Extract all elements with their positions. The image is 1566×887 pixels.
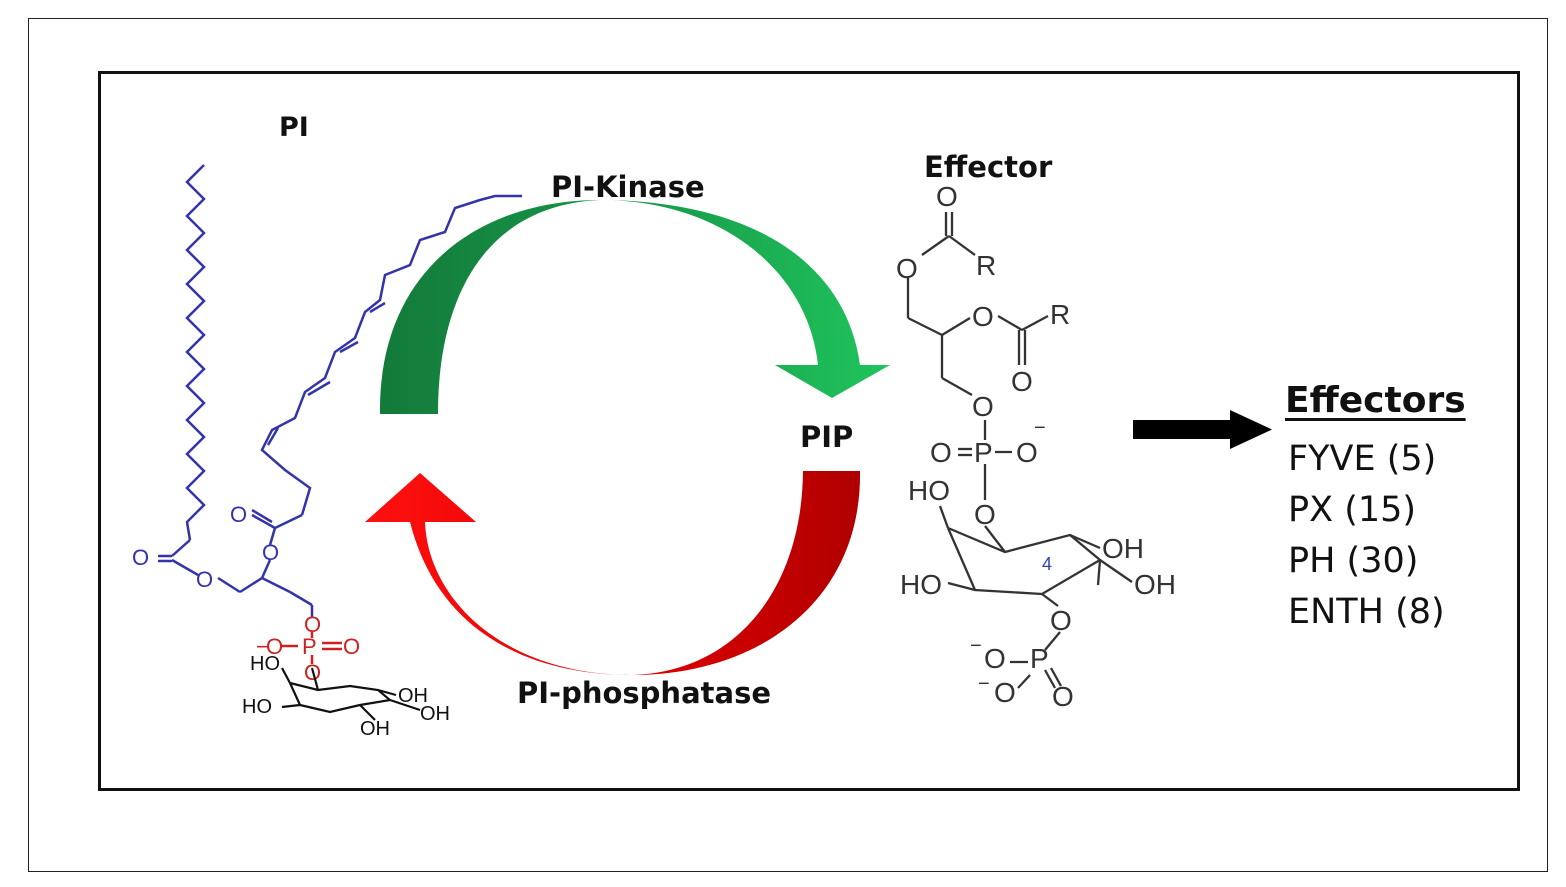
effector-item: PH (30) [1288,541,1419,581]
ring-position-label: 4 [1042,554,1052,574]
atom-o: O [266,634,283,659]
outer-frame [28,18,1548,872]
pi-molecule-atoms: O O O O [132,502,279,592]
phosphatase-arrow [365,471,861,675]
effectors-title: Effectors [1285,380,1466,421]
pip-label: PIP [800,420,854,454]
atom-o: O [1011,366,1033,397]
pip-molecule [906,212,1133,689]
pi-molecule [158,164,522,617]
atom-o: O [304,612,321,637]
saturated-chain [185,164,206,541]
pi-label: PI [279,112,309,143]
pi-inositol-ring [281,667,421,721]
atom-minus: − [978,673,990,695]
atom-minus: − [970,635,982,657]
atom-o: O [343,634,360,659]
pip-molecule-atoms: O O R O R O O O P O − HO O OH HO OH O 4 … [896,181,1176,712]
kinase-label: PI-Kinase [551,170,705,204]
atom-o: O [1050,605,1072,636]
atom-o: O [972,391,994,422]
atom-oh: OH [1102,533,1144,564]
unsaturated-chain [260,194,522,516]
atom-oh: OH [1134,569,1176,600]
atom-o: O [896,253,918,284]
atom-r: R [1050,299,1070,330]
kinase-arrow [379,200,890,414]
atom-o: O [974,499,996,530]
phosphatase-label: PI-phosphatase [517,676,772,710]
atom-o: O [196,567,213,592]
atom-ho: HO [250,653,280,675]
atom-ho: HO [908,475,950,506]
atom-o: O [230,502,247,527]
effector-label: Effector [924,150,1053,184]
atom-o: O [1052,681,1074,712]
atom-ho: HO [900,569,942,600]
atom-oh: OH [360,718,390,740]
atom-oh: OH [420,703,450,725]
atom-o: O [984,643,1006,674]
atom-o: O [262,540,279,565]
atom-ho: HO [242,696,272,718]
effector-item: FYVE (5) [1288,439,1437,479]
pi-phosphate [280,632,342,664]
atom-o: O [936,181,958,212]
atom-o: O [972,301,994,332]
atom-oh: OH [398,685,428,707]
atom-o: O [930,437,952,468]
inner-frame [98,71,1520,791]
effectors-arrow [1133,410,1272,449]
effectors-list: FYVE (5) PX (15) PH (30) ENTH (8) [1288,437,1445,641]
pi-inositol-atoms: HO HO OH OH OH [242,653,450,740]
atom-p: P [302,634,317,659]
atom-minus: − [256,634,269,659]
pi-phosphate-atoms: O − O P O O [256,612,360,685]
atom-r: R [976,250,996,281]
atom-p: P [974,437,993,468]
atom-o: O [132,545,149,570]
atom-p: P [1030,643,1049,674]
atom-minus: − [1034,417,1046,439]
atom-o: O [1016,437,1038,468]
atom-o: O [994,677,1016,708]
effector-item: ENTH (8) [1288,592,1445,632]
effector-item: PX (15) [1288,490,1417,530]
